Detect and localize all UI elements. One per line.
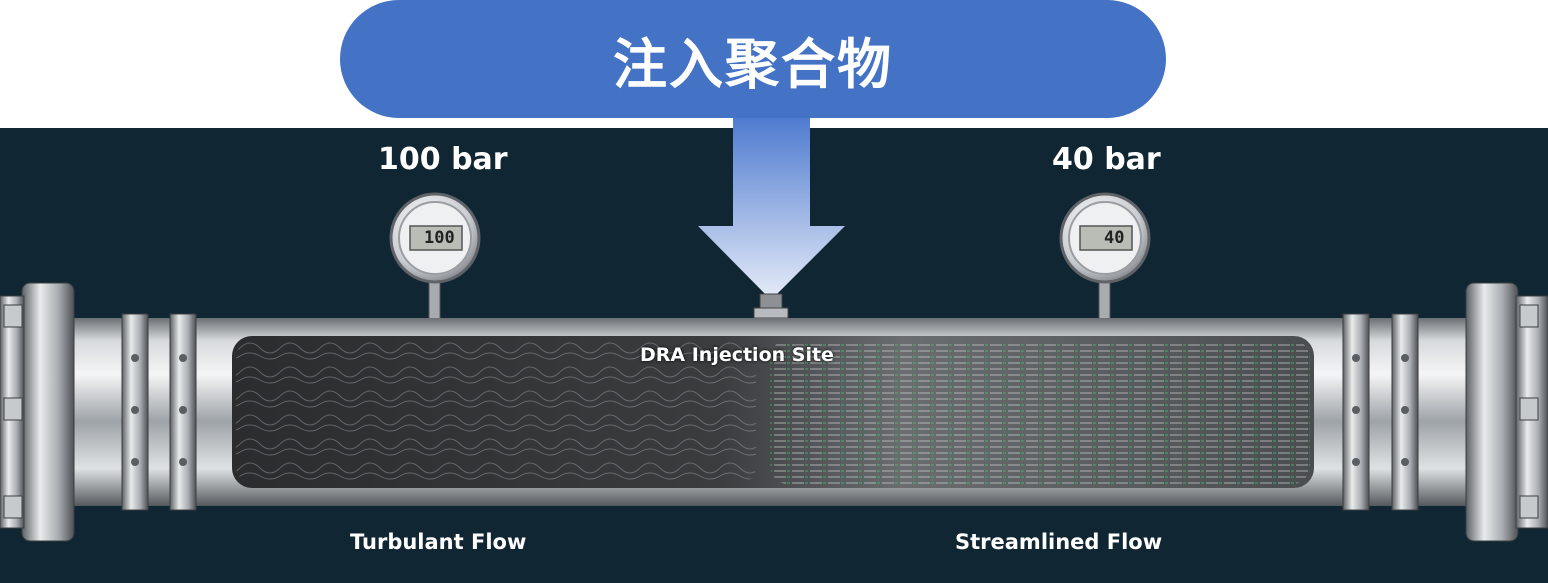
pressure-label-right: 40 bar: [1052, 142, 1161, 177]
down-arrow: [698, 118, 845, 300]
collar-bolts: [131, 354, 1409, 466]
collar-left-1: [121, 313, 149, 511]
streamlined-flow-label: Streamlined Flow: [955, 530, 1163, 554]
polymer-injection-banner: 注入聚合物: [340, 0, 1166, 118]
flange-left: [21, 282, 75, 542]
pressure-gauge-left: [389, 192, 481, 284]
injection-site-label: DRA Injection Site: [640, 344, 834, 366]
streamline-region: [770, 340, 1310, 484]
injection-nozzle-base: [753, 307, 789, 319]
flange-bolts: [3, 304, 1539, 519]
flange-right: [1465, 282, 1519, 542]
pressure-gauge-right: [1059, 192, 1151, 284]
gauge-readout-right: 40: [1104, 228, 1125, 248]
turbulent-region: [236, 340, 756, 484]
pressure-label-left: 100 bar: [378, 142, 508, 177]
gauge-readout-left: 100: [424, 228, 455, 248]
turbulent-flow-label: Turbulant Flow: [350, 530, 527, 554]
